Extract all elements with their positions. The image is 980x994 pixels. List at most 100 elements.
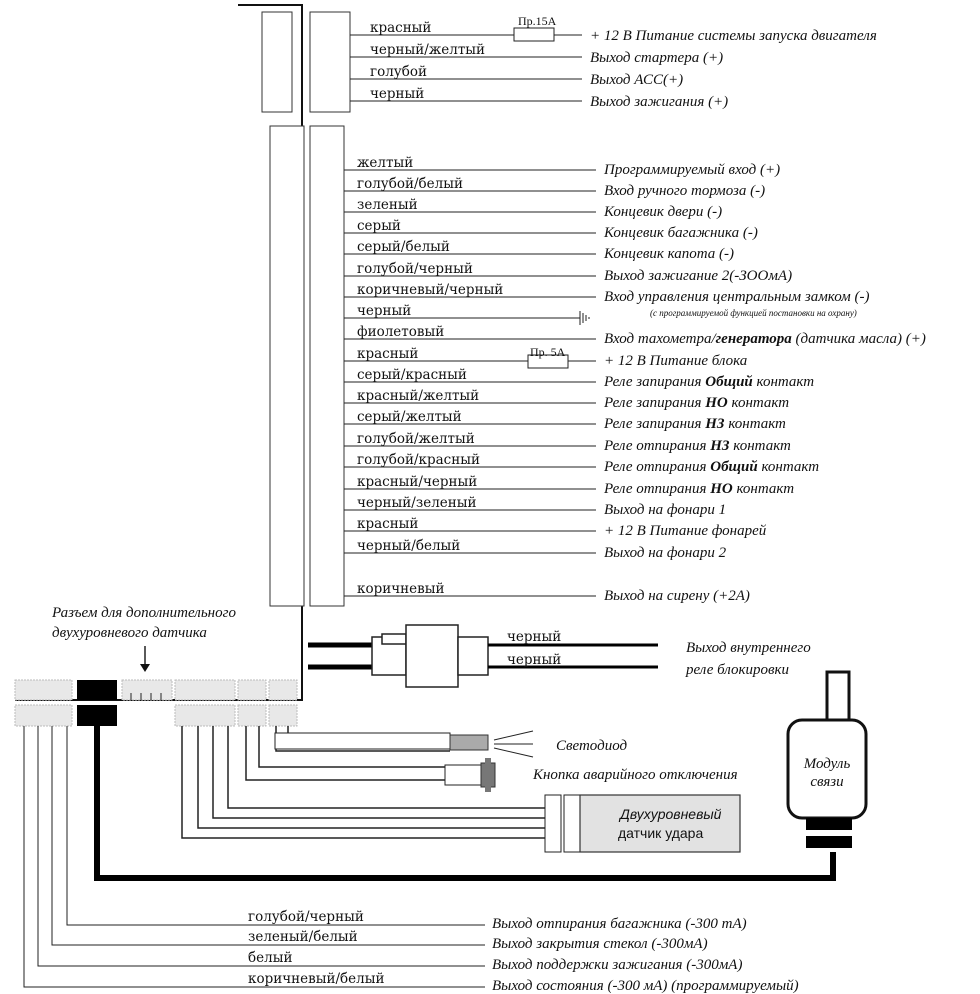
shock-sensor-label-2: датчик удара (618, 825, 703, 841)
wire-color-label: желтый (357, 155, 413, 171)
module-label-2: связи (810, 774, 843, 790)
relay-description-2: реле блокировки (685, 662, 789, 678)
wire-color-label: фиолетовый (357, 324, 444, 340)
top-wire-row: Пр.15А красный + 12 В Питание системы запу… (350, 14, 877, 44)
wire-description: Выход на фонари 1 (604, 502, 726, 518)
shock-sensor-label-1: Двухуровневый (618, 806, 722, 822)
wire-description: Концевик капота (-) (603, 246, 734, 262)
wire-color-label: серый/красный (357, 367, 467, 383)
wire-color-label: черный/зеленый (357, 495, 477, 511)
wire-color-label: серый/желтый (357, 409, 462, 425)
main-wire-row: серый/красный Реле запирания Общий контак… (344, 367, 814, 390)
wire-description: Реле запирания НО контакт (603, 395, 789, 411)
wire-color-label: черный (357, 303, 411, 319)
wire-description: Выход зажигания (+) (590, 94, 728, 110)
arrow-down-icon (140, 664, 150, 672)
wire-color-label: красный/желтый (357, 388, 479, 404)
wire-description: Выход поддержки зажигания (-300мА) (492, 957, 742, 973)
wire-description: Выход закрытия стекол (-300мА) (492, 936, 708, 952)
relay-wire-1-label: черный (507, 629, 561, 645)
wire-note: (с программируемой функцией постановки н… (650, 308, 857, 318)
wire-description: Программируемый вход (+) (603, 162, 780, 178)
wire-color-label: красный/черный (357, 474, 477, 490)
wire-description: Вход тахометра/генератора (датчика масла… (604, 331, 926, 347)
wire-description: Концевик двери (-) (603, 204, 722, 220)
main-wire-row: голубой/желтый Реле отпирания НЗ контакт (344, 431, 791, 454)
wire-color-label: серый/белый (357, 239, 450, 255)
wire-description: + 12 В Питание системы запуска двигателя (590, 28, 877, 44)
wire-color-label: белый (248, 950, 292, 966)
wire-description: Выход АСС(+) (590, 72, 683, 88)
wire-color-label: голубой/черный (248, 909, 364, 925)
wire-color-label: голубой (370, 64, 427, 80)
wire-color-label: черный/белый (357, 538, 460, 554)
wire-description: Вход ручного тормоза (-) (604, 183, 765, 199)
main-wire-row: серый Концевик багажника (-) (344, 218, 758, 241)
wire-color-label: голубой/белый (357, 176, 463, 192)
bottom-connectors (14, 679, 298, 727)
bottom-wire-row: голубой/черный Выход отпирания багажника … (66, 726, 747, 932)
wire-description: Выход на сирену (+2А) (604, 588, 750, 604)
aux-connector-label-1: Разъем для дополнительного (51, 605, 236, 621)
main-wire-row: красный/черный Реле отпирания НО контакт (344, 474, 794, 497)
main-wire-row: красный + 12 В Питание фонарей (344, 516, 767, 539)
wire-color-label: серый (357, 218, 401, 234)
main-wire-row: коричневый/черный Вход управления централ… (344, 282, 869, 318)
wire-color-label: коричневый/белый (248, 971, 384, 987)
wire-color-label: коричневый (357, 581, 444, 597)
wire-description: Выход отпирания багажника (-300 тА) (492, 916, 747, 932)
main-wire-row: серый/белый Концевик капота (-) (344, 239, 734, 262)
wire-description: Концевик багажника (-) (603, 225, 758, 241)
relay-description-1: Выход внутреннего (686, 640, 811, 656)
fuse-label: Пр.15А (518, 14, 557, 28)
wire-description: Реле отпирания Общий контакт (603, 459, 819, 475)
main-wire-row: голубой/белый Вход ручного тормоза (-) (344, 176, 765, 199)
top-wire-group: Пр.15А красный + 12 В Питание системы запу… (350, 14, 877, 110)
wire-color-label: красный (370, 20, 431, 36)
blocking-relay: черный черный Выход внутреннего реле бло… (308, 624, 811, 688)
wire-description: Реле отпирания НЗ контакт (603, 438, 791, 454)
main-wire-row: черный (344, 303, 590, 325)
aux-connector-label-2: двухуровневого датчика (52, 625, 207, 641)
communication-module: Модуль связи (94, 670, 868, 881)
wire-color-label: зеленый (357, 197, 418, 213)
emergency-button-label: Кнопка аварийного отключения (532, 767, 738, 783)
main-wire-row: желтый Программируемый вход (+) (344, 155, 780, 178)
wire-description: Реле отпирания НО контакт (603, 481, 794, 497)
relay-wire-2-label: черный (507, 652, 561, 668)
module-label-1: Модуль (803, 756, 851, 772)
main-wire-row: черный/зеленый Выход на фонари 1 (344, 495, 726, 518)
wire-color-label: голубой/красный (357, 452, 480, 468)
main-wire-row: голубой/красный Реле отпирания Общий конт… (344, 452, 819, 475)
main-wire-row: красный/желтый Реле запирания НО контакт (344, 388, 789, 411)
wire-description: + 12 В Питание блока (604, 353, 747, 369)
wire-color-label: коричневый/черный (357, 282, 503, 298)
led-label: Светодиод (556, 738, 628, 754)
wire-description: Выход стартера (+) (590, 50, 723, 66)
wire-color-label: красный (357, 516, 418, 532)
shock-sensor-box (579, 794, 741, 853)
main-wire-row: зеленый Концевик двери (-) (344, 197, 722, 220)
wire-description: Выход состояния (-300 мА) (программируем… (492, 978, 799, 994)
wire-description: Реле запирания Общий контакт (603, 374, 814, 390)
wire-description: Выход зажигание 2(-ЗООмА) (604, 268, 792, 284)
wire-description: Вход управления центральным замком (-) (604, 289, 869, 305)
led-icon (449, 734, 489, 751)
wire-color-label: красный (357, 346, 418, 362)
ground-icon (579, 311, 590, 325)
wire-color-label: черный (370, 86, 424, 102)
wire-color-label: черный/желтый (370, 42, 485, 58)
wire-description: + 12 В Питание фонарей (604, 523, 767, 539)
wire-color-label: голубой/черный (357, 261, 473, 277)
wire-color-label: голубой/желтый (357, 431, 475, 447)
bottom-wire-row: белый Выход поддержки зажигания (-300мА) (37, 726, 742, 973)
